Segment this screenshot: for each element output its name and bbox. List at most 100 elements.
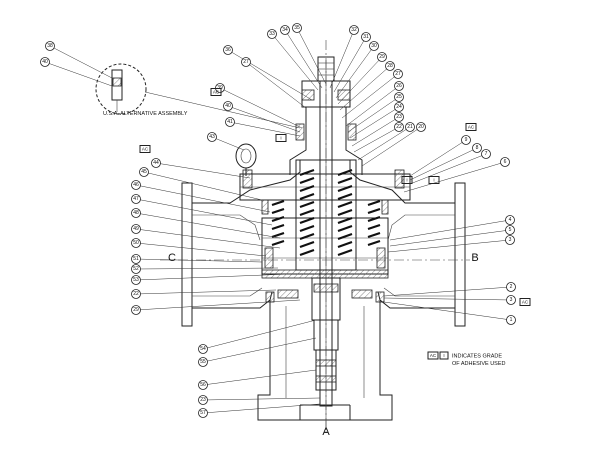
callout-bubble <box>361 32 371 42</box>
callout-bubble <box>280 25 290 35</box>
callout-leader <box>202 397 321 401</box>
callout-leader <box>284 29 323 89</box>
callout-number: 44 <box>153 160 159 166</box>
callout-number: 31 <box>363 34 369 40</box>
callout-bubble <box>394 81 404 91</box>
callout-leader <box>143 171 263 201</box>
callout-number: 52 <box>133 266 139 272</box>
callout-bubble <box>131 264 141 274</box>
callout-number: 30 <box>371 43 377 49</box>
callout-leader <box>245 61 307 109</box>
callout-number: 27 <box>395 71 401 77</box>
marker-label: I <box>406 178 407 183</box>
callout-bubble <box>349 25 359 35</box>
callout-number: 34 <box>282 27 288 33</box>
callout-bubble <box>472 143 482 153</box>
callout-number: 26 <box>396 83 402 89</box>
callout-number: 23 <box>396 114 402 120</box>
callout-bubble <box>131 238 141 248</box>
callout-bubble <box>131 275 141 285</box>
callout-bubble <box>241 57 251 67</box>
callout-number: 40 <box>42 59 48 65</box>
marker-box <box>428 176 440 184</box>
callout-bubble <box>267 29 277 39</box>
callout-bubble <box>131 180 141 190</box>
callout-bubble <box>393 69 403 79</box>
callout-bubble <box>505 235 515 245</box>
callout-number: 22 <box>396 124 402 130</box>
callout-bubble <box>506 295 516 305</box>
callout-number: 29 <box>133 307 139 313</box>
callout-leader <box>403 161 506 193</box>
callout-number: 43 <box>209 134 215 140</box>
callout-bubble <box>506 315 516 325</box>
inset-detail: U.S.A. ALTERNATIVE ASSEMBLY <box>95 63 301 129</box>
callout-leader <box>135 289 277 295</box>
actuator-stack <box>242 56 405 430</box>
callout-leader <box>296 27 327 85</box>
callout-leader <box>329 29 355 89</box>
callout-number: 3 <box>509 237 512 243</box>
callout-bubble <box>131 289 141 299</box>
legend-box-i: I <box>443 353 444 358</box>
callout-number: 9 <box>465 137 468 143</box>
callout-number: 53 <box>133 277 139 283</box>
callout-leader <box>229 121 301 137</box>
callout-leader <box>387 239 511 253</box>
callout-bubble <box>405 122 415 132</box>
marker-box <box>465 123 477 131</box>
marker-label: AC <box>213 90 220 95</box>
callout-leader <box>202 403 321 414</box>
callout-bubble <box>292 23 302 33</box>
callout-bubble <box>225 117 235 127</box>
callout-leader <box>361 126 422 167</box>
valve-body <box>181 160 466 421</box>
port-label-left: C <box>168 252 176 264</box>
callout-leader <box>135 242 267 257</box>
callout-leader <box>135 258 263 263</box>
callout-leader <box>353 126 400 153</box>
callout-number: 5 <box>509 227 512 233</box>
marker-label: AC <box>142 147 149 152</box>
callout-leader <box>135 273 291 281</box>
callout-leader <box>383 297 512 301</box>
callout-bubble <box>198 395 208 405</box>
callout-leader <box>389 219 511 241</box>
callout-leader <box>135 198 273 226</box>
callout-number: 8 <box>476 145 479 151</box>
callout-bubble <box>131 224 141 234</box>
spring-coils <box>271 168 381 257</box>
callout-leader <box>135 184 271 213</box>
callout-bubble <box>481 149 491 159</box>
callout-number: 3 <box>510 297 513 303</box>
callout-number: 1 <box>510 317 513 323</box>
callout-leader <box>155 162 251 179</box>
legend-line-1: INDICATES GRADE <box>452 354 502 360</box>
callout-leader <box>49 45 113 79</box>
marker-label: AC <box>468 125 475 130</box>
callout-number: 32 <box>351 27 357 33</box>
callout-number: 48 <box>133 210 139 216</box>
callout-number: 27 <box>243 59 249 65</box>
marker-box <box>401 176 413 184</box>
callout-leader <box>202 319 317 350</box>
callout-leader <box>339 65 391 111</box>
callout-leader <box>351 116 400 147</box>
callout-number: 38 <box>47 43 53 49</box>
callout-number: 45 <box>141 169 147 175</box>
callout-number: 24 <box>396 104 402 110</box>
callout-leader <box>347 96 400 133</box>
callout-bubble <box>461 135 471 145</box>
callout-bubble <box>505 215 515 225</box>
callout-leader <box>409 153 487 185</box>
marker-box <box>275 134 287 142</box>
callout-bubble <box>500 157 510 167</box>
adhesive-legend: AC I INDICATES GRADE OF ADHESIVE USED <box>427 351 506 367</box>
callout-number: 47 <box>133 196 139 202</box>
callout-leader <box>333 36 367 93</box>
callout-number: 28 <box>387 63 393 69</box>
callout-number: 55 <box>200 359 206 365</box>
callout-number: 25 <box>396 94 402 100</box>
callout-leader <box>271 33 319 91</box>
